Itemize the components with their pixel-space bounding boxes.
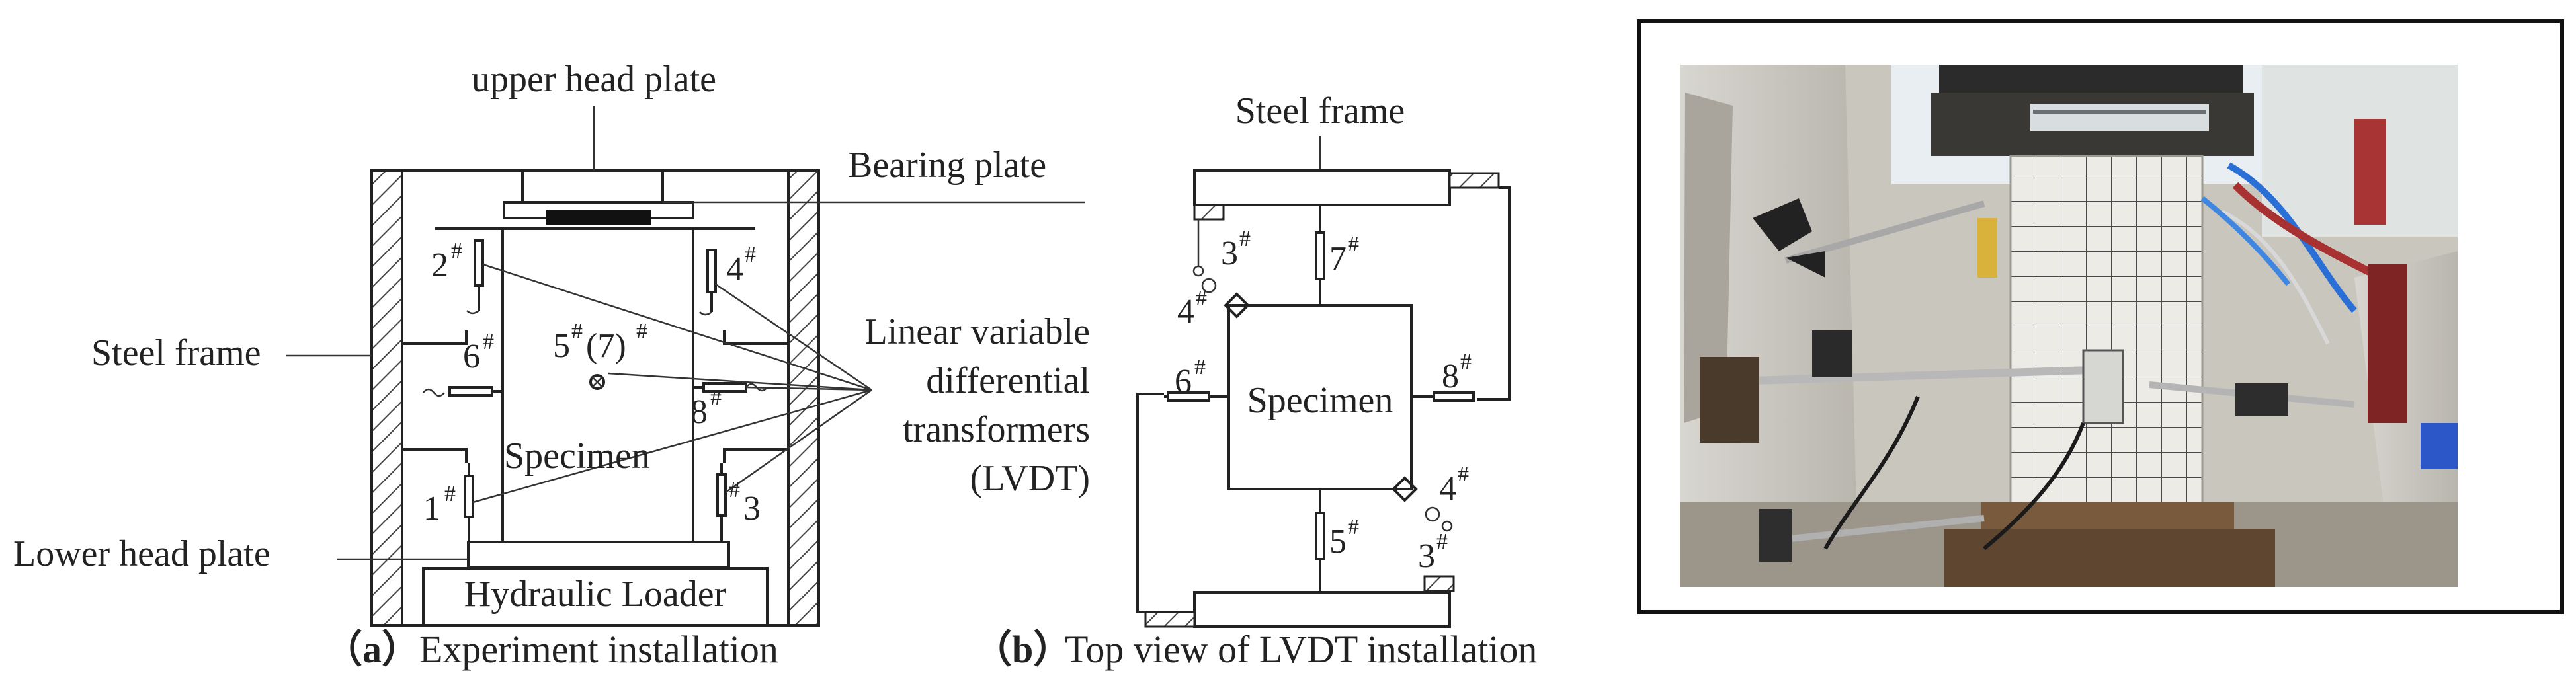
steel-frame-right-hatch xyxy=(787,169,820,627)
bearing-plate-black xyxy=(546,210,651,225)
lvdt-b-diagonal-bottom xyxy=(1392,476,1453,532)
sensor-b-3a-sup: # xyxy=(1239,227,1251,251)
lvdt-6 xyxy=(448,386,493,397)
lvdt-b-diagonal-top xyxy=(1192,219,1250,319)
lvdt-5-7-symbol xyxy=(589,374,605,390)
sensor-5-sup: # xyxy=(571,319,583,344)
specimen-label-b: Specimen xyxy=(1247,380,1393,421)
specimen-label-a: Specimen xyxy=(504,436,650,477)
lvdt-label-line4: (LVDT) xyxy=(970,458,1090,499)
sensor-4-sup: # xyxy=(745,243,756,267)
lvdt-1 xyxy=(464,475,474,518)
frame-bottom-hatch xyxy=(1423,575,1455,592)
frame-bottom-left-hatch xyxy=(1144,611,1196,628)
frame-top-left-hatch xyxy=(1193,204,1225,221)
sensor-b-7-label: 7 xyxy=(1329,240,1347,278)
lvdt-b-5 xyxy=(1315,512,1325,560)
caption-a: Experiment installation xyxy=(419,628,778,671)
panel-b-top-view-lvdt: Steel frame Specimen xyxy=(974,91,1537,671)
steel-frame-outline xyxy=(370,169,820,627)
lvdt-b-7 xyxy=(1315,231,1325,280)
frame-bottom-beam xyxy=(1193,591,1451,628)
sensor-b-5-label: 5 xyxy=(1329,523,1347,560)
frame-top-beam xyxy=(1193,169,1451,206)
photo-image xyxy=(1680,65,2458,587)
sensor-3-label: 3 xyxy=(743,490,761,527)
hydraulic-loader-box xyxy=(422,567,769,627)
lower-head-plate-label: Lower head plate xyxy=(13,533,270,574)
sensor-b-3b-sup: # xyxy=(1436,529,1448,554)
panel-a-experiment-installation: Hydraulic Loader xyxy=(13,59,1090,671)
caption-b: Top view of LVDT installation xyxy=(1065,628,1537,671)
caption-a-prefix: （a） xyxy=(324,628,420,671)
sensor-4-label: 4 xyxy=(726,251,743,288)
lvdt-label-line3: transformers xyxy=(903,409,1090,450)
sensor-8-sup: # xyxy=(710,385,722,410)
sensor-b-6-label: 6 xyxy=(1175,363,1192,401)
lvdt-3 xyxy=(716,473,727,517)
sensor-b-8-label: 8 xyxy=(1442,358,1459,395)
sensor-b-4a-label: 4 xyxy=(1177,293,1194,330)
sensor-2-sup: # xyxy=(451,239,462,263)
steel-frame-label: Steel frame xyxy=(91,332,261,373)
sensor-6-label: 6 xyxy=(463,338,480,375)
caption-b-prefix: （b） xyxy=(974,628,1071,671)
sensor-1-sup: # xyxy=(444,482,456,506)
upper-head-plate-label: upper head plate xyxy=(472,59,716,100)
steel-frame-label-b: Steel frame xyxy=(1235,91,1405,132)
lvdt-4 xyxy=(706,249,717,293)
sensor-b-3a-label: 3 xyxy=(1221,235,1238,272)
lower-head-plate xyxy=(467,541,730,568)
hydraulic-loader-label: Hydraulic Loader xyxy=(464,574,727,615)
sensor-b-5-sup: # xyxy=(1348,515,1359,539)
sensor-b-4a-sup: # xyxy=(1196,286,1207,311)
lvdt-b-8 xyxy=(1433,391,1475,402)
bearing-plate-label: Bearing plate xyxy=(848,145,1046,186)
lvdt-2 xyxy=(474,239,484,287)
sensor-7-label: (7) xyxy=(586,327,626,365)
sensor-b-4b-sup: # xyxy=(1458,462,1469,486)
sensor-5-label: 5 xyxy=(553,327,570,365)
sensor-b-6-sup: # xyxy=(1194,355,1206,379)
lvdt-leader-lines xyxy=(472,263,872,504)
sensor-b-7-sup: # xyxy=(1348,232,1359,256)
sensor-2-label: 2 xyxy=(431,247,448,284)
panel-c-photo xyxy=(1637,19,2564,614)
sensor-8-label: 8 xyxy=(690,393,708,431)
lvdt-label-line2: differential xyxy=(926,360,1090,401)
sensor-7-sup: # xyxy=(636,319,647,344)
upper-head-plate xyxy=(521,169,664,204)
sensor-b-8-sup: # xyxy=(1460,350,1472,374)
lvdt-label-line1: Linear variable xyxy=(865,311,1090,352)
sensor-6-sup: # xyxy=(483,330,494,354)
sensor-b-3b-label: 3 xyxy=(1418,537,1435,575)
steel-frame-left-hatch xyxy=(370,169,403,627)
sensor-3-sup: # xyxy=(729,478,740,502)
sensor-b-4b-label: 4 xyxy=(1439,470,1456,508)
sensor-1-label: 1 xyxy=(423,490,440,527)
frame-top-hatch xyxy=(1448,172,1500,189)
